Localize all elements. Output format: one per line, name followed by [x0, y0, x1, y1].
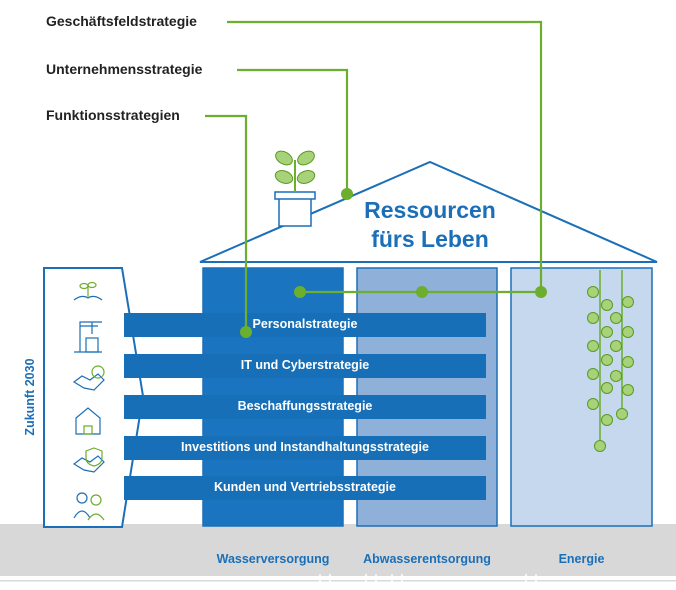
label-corporate-strategy: Unternehmensstrategie [46, 61, 203, 77]
crane-icon [74, 321, 102, 353]
band-3 [124, 395, 486, 419]
band-label-it-cyber: IT und Cyberstrategie [240, 358, 370, 372]
handshake-shield-icon [72, 447, 105, 473]
ground-line [0, 580, 676, 582]
band-label-customer-sales: Kunden und Vertriebsstrategie [214, 480, 396, 494]
connector-business [227, 20, 543, 292]
roof-title-line1: Ressourcen [364, 197, 496, 223]
band-4 [124, 436, 486, 460]
plant-hands-icon [73, 281, 103, 301]
label-business-strategy: Geschäftsfeldstrategie [46, 13, 197, 29]
roof-title: Ressourcen fürs Leben [350, 196, 510, 254]
band-5 [124, 476, 486, 500]
future-arrow-block [43, 267, 145, 528]
band-label-procurement: Beschaffungsstrategie [237, 399, 373, 413]
side-label-future: Zukunft 2030 [23, 358, 37, 436]
connector-functional [205, 114, 248, 332]
ground-strip [0, 524, 676, 576]
roof [199, 160, 658, 263]
left-icons [72, 281, 105, 521]
house-water-icon [75, 407, 101, 435]
plant-icon [274, 150, 316, 192]
column-label-sewage: Abwasserentsorgung [363, 552, 491, 566]
band-1 [124, 313, 486, 337]
vine-decoration [587, 270, 634, 452]
column-energy [510, 267, 653, 527]
label-functional-strategies: Funktionsstrategien [46, 107, 180, 123]
chimney-cap [274, 191, 316, 200]
connector-dots [240, 188, 547, 338]
roof-title-line2: fürs Leben [371, 226, 489, 252]
connector-corporate [237, 68, 349, 194]
band-label-personnel: Personalstrategie [252, 317, 358, 331]
band-2 [124, 354, 486, 378]
column-label-energy: Energie [558, 552, 605, 566]
column-label-water: Wasserversorgung [216, 552, 330, 566]
band-label-investment: Investitions und Instandhaltungsstrategi… [181, 440, 429, 454]
people-icon [73, 492, 105, 521]
ground-marks [319, 574, 537, 590]
chimney [278, 197, 312, 227]
handshake-euro-icon [72, 365, 105, 391]
